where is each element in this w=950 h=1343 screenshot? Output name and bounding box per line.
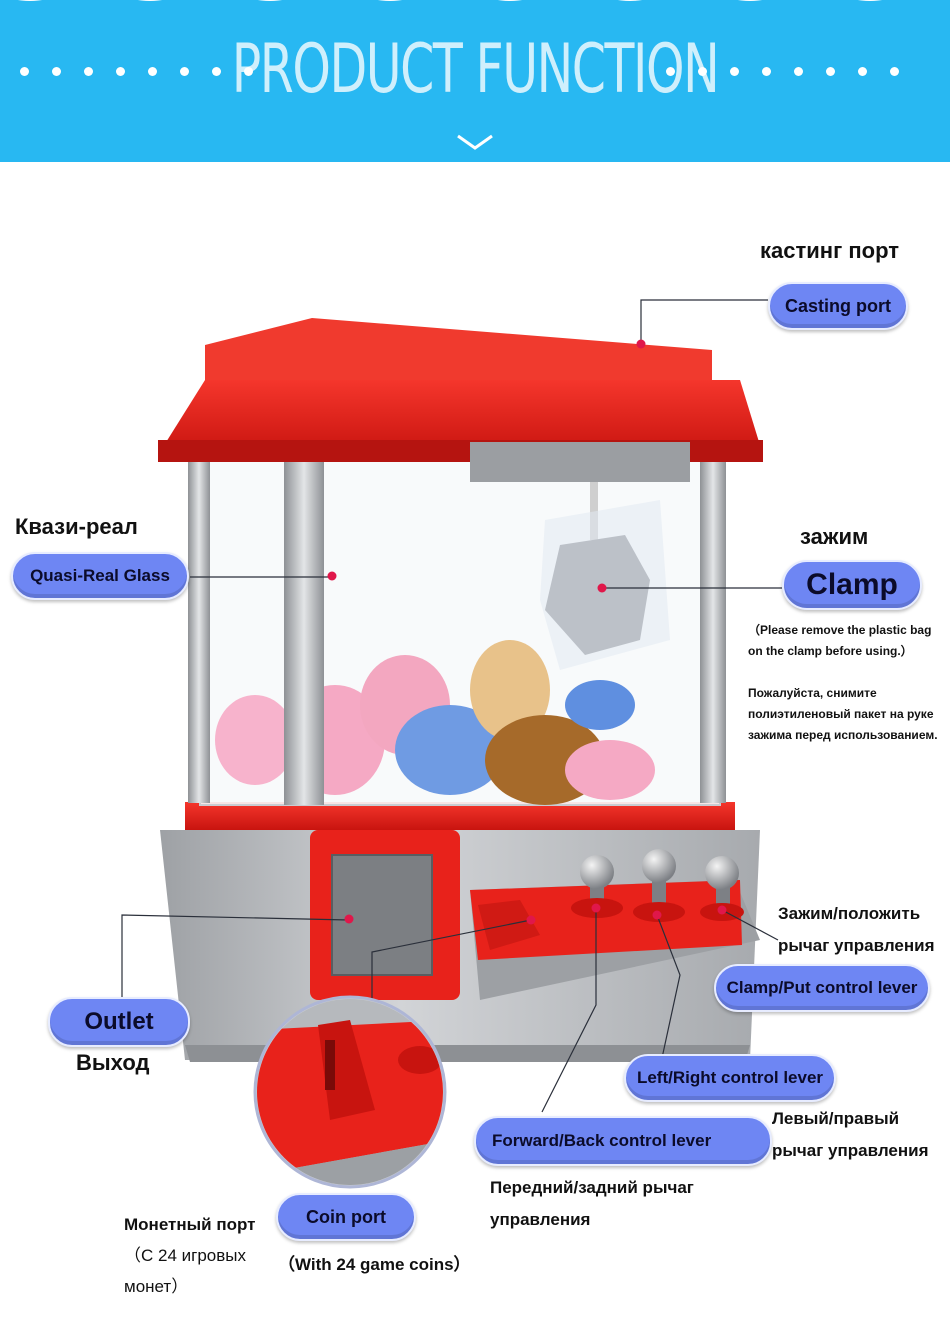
outlet-pill: Outlet bbox=[48, 997, 190, 1047]
front-pole bbox=[284, 430, 324, 805]
clamp-note-en-line-2: on the clamp before using.） bbox=[748, 644, 913, 658]
clamp-put-lever-pill: Clamp/Put control lever bbox=[714, 964, 930, 1012]
clamp-note-en: （Please remove the plastic bag on the cl… bbox=[748, 620, 931, 662]
glass-ru-label: Квази-реал bbox=[15, 514, 138, 539]
header-banner: PRODUCT FUNCTION bbox=[0, 0, 950, 162]
clamp-note-ru: Пожалуйста, снимите полиэтиленовый пакет… bbox=[748, 683, 938, 746]
markers bbox=[327, 339, 727, 925]
clamp-put-ru-label: Зажим/положить рычаг управления bbox=[778, 898, 935, 962]
forward-back-lever-pill: Forward/Back control lever bbox=[474, 1116, 772, 1166]
coin-port-sub-en: （With 24 game coins） bbox=[278, 1255, 471, 1274]
left-right-ru-line-1: Левый/правый bbox=[772, 1109, 900, 1128]
left-pole bbox=[188, 455, 210, 803]
plush-toys bbox=[215, 640, 655, 805]
coin-port-ru-line-2: （С 24 игровых bbox=[124, 1246, 246, 1265]
clamp-put-ru-line-1: Зажим/положить bbox=[778, 904, 921, 923]
forward-back-ru-line-2: управления bbox=[490, 1210, 591, 1229]
outlet-ru-label: Выход bbox=[76, 1050, 150, 1075]
machine-roof bbox=[158, 318, 763, 482]
clamp-put-ru-line-2: рычаг управления bbox=[778, 936, 935, 955]
clamp-note-ru-line-3: зажима перед использованием. bbox=[748, 728, 938, 742]
glass-pill: Quasi-Real Glass bbox=[11, 552, 189, 600]
left-dot-row bbox=[20, 67, 253, 79]
coin-port-ru-label: Монетный порт （С 24 игровых монет） bbox=[124, 1209, 255, 1302]
forward-back-ru-label: Передний/задний рычаг управления bbox=[490, 1172, 694, 1236]
right-pole bbox=[700, 455, 726, 803]
outlet-door bbox=[310, 830, 460, 1000]
coin-port-ru-line-1: Монетный порт bbox=[124, 1215, 256, 1234]
casting-port-pill: Casting port bbox=[768, 282, 908, 330]
chevron-down-icon bbox=[457, 134, 493, 150]
leader-lines bbox=[121, 299, 782, 1113]
control-knobs bbox=[571, 849, 744, 922]
clamp-note-en-line-1: （Please remove the plastic bag bbox=[748, 623, 932, 637]
top-dot-row bbox=[0, 0, 950, 6]
left-right-lever-pill: Left/Right control lever bbox=[624, 1054, 836, 1102]
left-right-ru-line-2: рычаг управления bbox=[772, 1141, 929, 1160]
clamp-pill: Clamp bbox=[782, 560, 922, 610]
coin-port-pill: Coin port bbox=[276, 1193, 416, 1241]
forward-back-ru-line-1: Передний/задний рычаг bbox=[490, 1178, 694, 1197]
clamp-ru-label: зажим bbox=[800, 524, 869, 549]
clamp-note-ru-line-2: полиэтиленовый пакет на руке bbox=[748, 707, 934, 721]
banner-title: PRODUCT FUNCTION bbox=[231, 30, 720, 109]
clamp-note-ru-line-1: Пожалуйста, снимите bbox=[748, 686, 877, 700]
casting-port-ru-label: кастинг порт bbox=[760, 238, 899, 263]
left-right-ru-label: Левый/правый рычаг управления bbox=[772, 1103, 929, 1167]
right-dot-row bbox=[666, 67, 899, 79]
coin-port-ru-line-3: монет） bbox=[124, 1277, 189, 1296]
